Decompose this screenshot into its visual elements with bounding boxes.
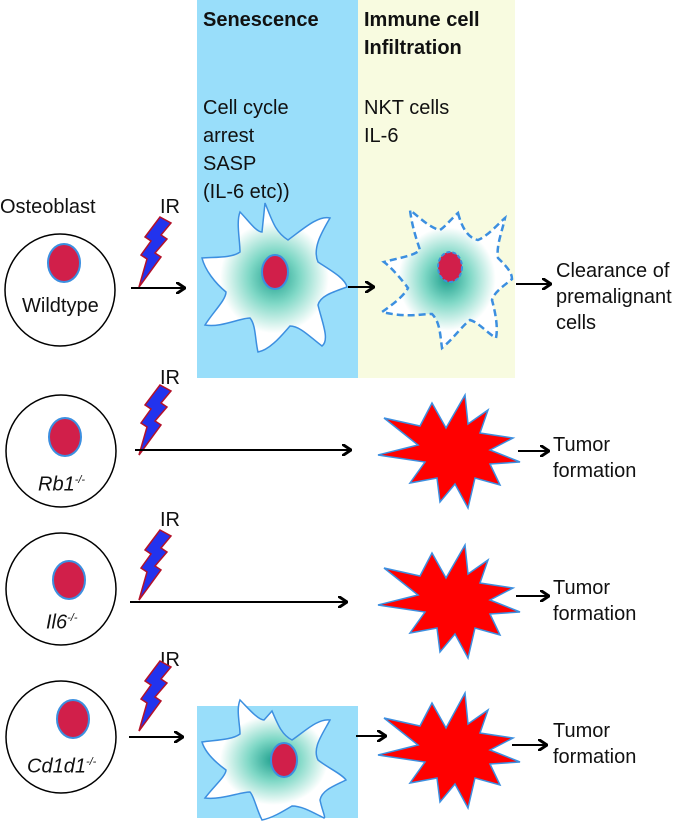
bolt-icon <box>138 529 173 601</box>
osteoblast-cell-il6 <box>5 532 117 646</box>
immune-note-1: NKT cells <box>364 97 450 119</box>
osteoblast-cell-wildtype <box>4 233 116 347</box>
immune-header-line2: Infiltration <box>364 37 462 59</box>
senescent-cell-row4 <box>201 698 348 821</box>
ir-label-row2: IR <box>160 367 180 389</box>
tumor-icon <box>377 690 521 811</box>
outcome-row3-line2: formation <box>553 603 637 625</box>
outcome-row1-line2: premalignant <box>556 286 672 308</box>
outcome-row1-line1: Clearance of <box>556 260 670 282</box>
outcome-row2-line2: formation <box>553 460 637 482</box>
outcome-row4-line1: Tumor <box>553 720 611 742</box>
nucleus <box>48 417 82 457</box>
senescent-cell <box>201 202 348 353</box>
tumor-icon <box>377 542 521 661</box>
nucleus <box>437 251 463 283</box>
genotype-label-wildtype: Wildtype <box>22 295 99 317</box>
nucleus <box>270 742 298 778</box>
outcome-row4-line2: formation <box>553 746 637 768</box>
senescence-note-4: (IL-6 etc)) <box>203 181 290 203</box>
osteoblast-label: Osteoblast <box>0 196 96 218</box>
ir-label-row1: IR <box>160 196 180 218</box>
genotype-label-il6: Il6-/- <box>46 605 78 636</box>
nucleus <box>261 254 289 290</box>
bolt-icon <box>138 216 173 288</box>
bolt-icon <box>138 660 173 732</box>
senescence-header: Senescence <box>203 9 319 31</box>
genotype-name: Rb1 <box>38 473 75 496</box>
immune-note-2: IL-6 <box>364 125 399 147</box>
outcome-row3-line1: Tumor <box>553 577 611 599</box>
genotype-name: Cd1d1 <box>27 755 86 778</box>
genotype-name: Il6 <box>46 611 68 634</box>
outcome-row1-line3: cells <box>556 312 597 334</box>
genotype-label-rb1: Rb1-/- <box>38 467 85 498</box>
genotype-label-cd1d1: Cd1d1-/- <box>27 749 96 780</box>
osteoblast-cell-rb1 <box>5 394 117 508</box>
immune-header-line1: Immune cell <box>364 9 480 31</box>
genotype-superscript: -/- <box>85 756 97 768</box>
nucleus <box>47 243 81 283</box>
genotype-superscript: -/- <box>74 474 86 486</box>
outcome-row2-line1: Tumor <box>553 434 611 456</box>
senescence-note-3: SASP <box>203 153 257 175</box>
senescence-note-1: Cell cycle <box>203 97 289 119</box>
ir-label-row3: IR <box>160 509 180 531</box>
senescence-note-2: arrest <box>203 125 255 147</box>
genotype-superscript: -/- <box>67 612 78 624</box>
bolt-icon <box>138 384 173 456</box>
cleared-cell <box>378 207 514 351</box>
tumor-icon <box>377 392 521 511</box>
nucleus <box>52 560 86 600</box>
nucleus <box>56 699 90 739</box>
osteoblast-cell-cd1d1 <box>5 680 117 794</box>
